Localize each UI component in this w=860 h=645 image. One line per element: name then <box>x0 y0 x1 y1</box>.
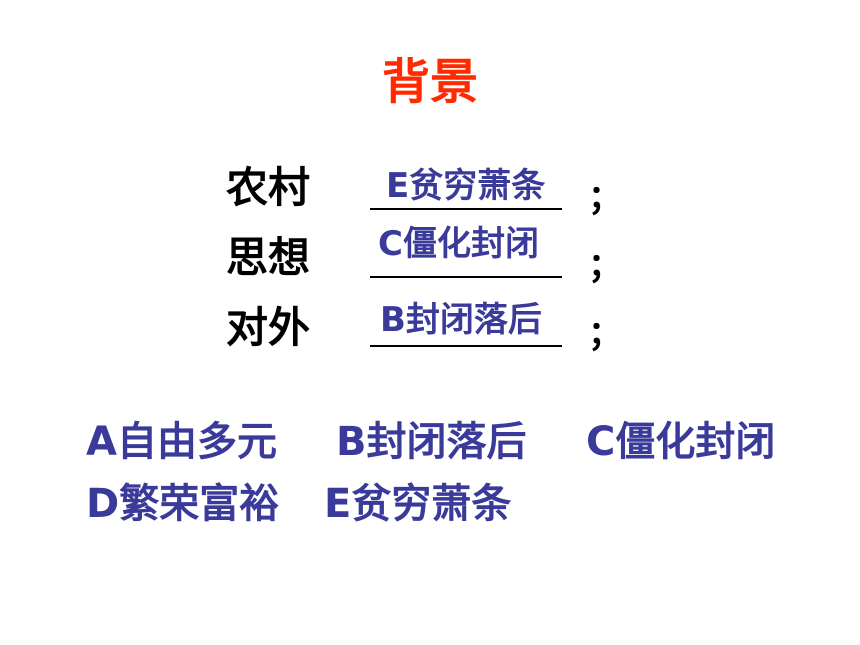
answer-blank-line <box>370 345 562 347</box>
page-title: 背景 <box>381 54 478 110</box>
option-c: C僵化封闭 <box>586 419 776 465</box>
answer-rural: E贫穷萧条 <box>386 166 546 206</box>
option-d: D繁荣富裕 <box>86 481 280 527</box>
option-e: E贫穷萧条 <box>324 481 512 527</box>
semicolon: ； <box>588 178 622 218</box>
answer-blank-line <box>370 276 562 278</box>
semicolon: ； <box>588 246 622 286</box>
row-label-thought: 思想 <box>226 233 311 282</box>
answer-thought: C僵化封闭 <box>378 224 539 264</box>
option-a: A自由多元 <box>86 419 277 465</box>
semicolon: ； <box>588 314 622 354</box>
row-label-rural: 农村 <box>226 163 311 212</box>
row-label-foreign: 对外 <box>226 303 311 352</box>
answer-foreign: B封闭落后 <box>380 300 542 340</box>
answer-blank-line <box>370 208 562 210</box>
option-b: B封闭落后 <box>336 419 527 465</box>
